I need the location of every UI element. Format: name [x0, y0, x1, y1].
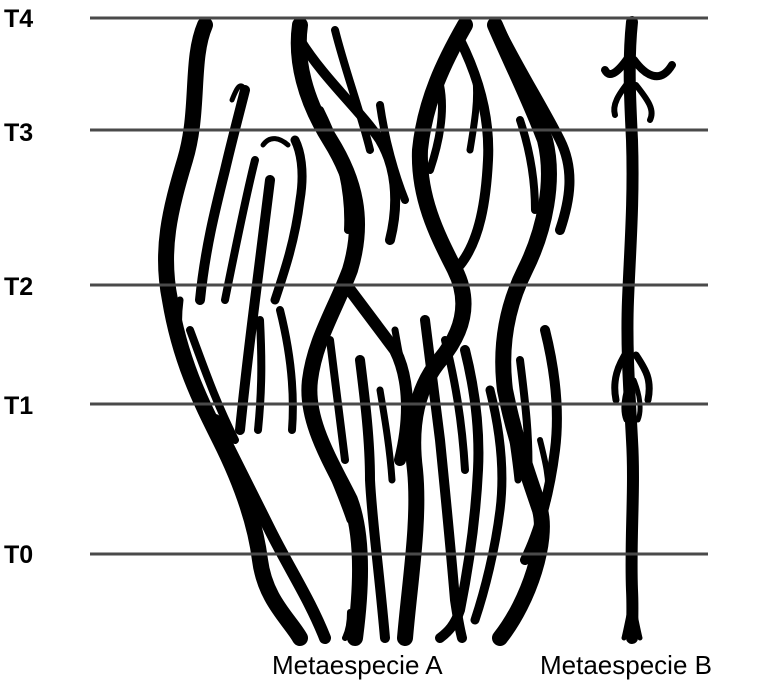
metaspecies-a-branches [166, 25, 569, 638]
species-label-a: Metaespecie A [272, 652, 443, 678]
time-label-t3: T3 [4, 121, 33, 146]
time-label-t0: T0 [4, 543, 33, 568]
time-label-t1: T1 [4, 394, 33, 419]
metaspecies-b-branches [605, 22, 672, 638]
species-label-b: Metaespecie B [540, 652, 712, 678]
time-label-t4: T4 [4, 7, 33, 32]
time-label-t2: T2 [4, 275, 33, 300]
